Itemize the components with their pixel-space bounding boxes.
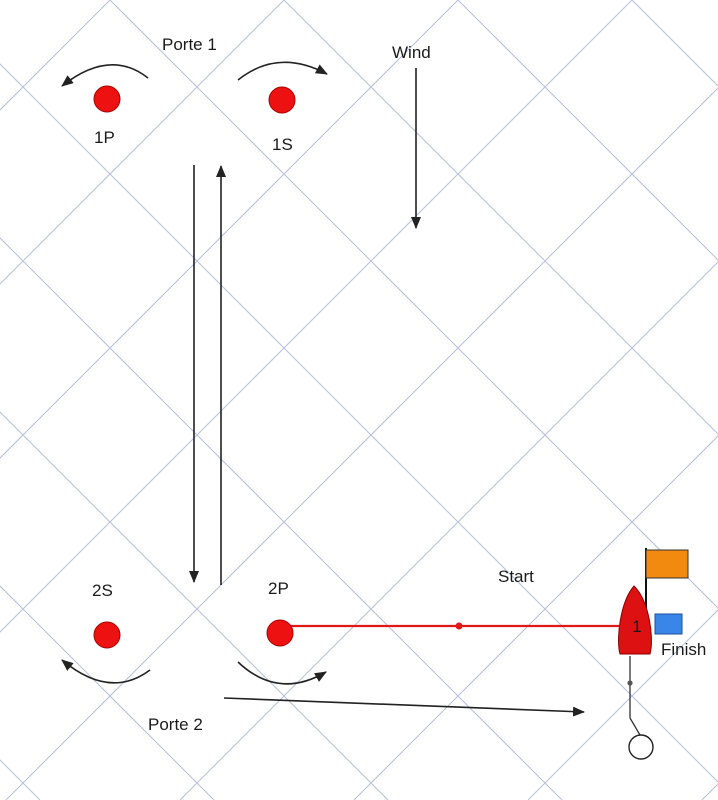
rotation-arrow-2p (237, 661, 327, 685)
blue-flag (654, 613, 683, 635)
grid-line (283, 0, 718, 435)
committee-boat-icon (618, 585, 652, 655)
start-label: Start (498, 567, 534, 586)
finish-rope-knot (627, 680, 633, 686)
grid-line (179, 261, 718, 800)
wind-label: Wind (392, 43, 431, 62)
grid-line (5, 87, 718, 800)
finish-buoy-rope-lower (629, 717, 641, 736)
finish-leg-arrow (223, 697, 585, 717)
finish-buoy-icon (628, 734, 654, 760)
rotation-arrow-1s (237, 61, 328, 81)
grid-line (0, 237, 563, 800)
grid-line (0, 0, 633, 633)
mark-1p-label: 1P (94, 128, 115, 147)
mark-1s-label: 1S (272, 135, 293, 154)
grid-line (0, 0, 285, 285)
rotation-arrow-2s (61, 659, 151, 684)
orange-flag (645, 549, 689, 579)
mark-1p (93, 85, 121, 113)
gate-1-label: Porte 1 (162, 35, 217, 54)
mark-2s (93, 621, 121, 649)
mark-2p (266, 619, 294, 647)
grid-line (353, 435, 718, 800)
grid-line (527, 609, 718, 800)
grid-line (0, 0, 459, 459)
start-line-midpoint (455, 622, 463, 630)
mark-2s-label: 2S (92, 581, 113, 600)
grid-line (0, 585, 215, 800)
rotation-arrow-1p (61, 63, 149, 87)
finish-label: Finish (661, 640, 706, 659)
grid-line (457, 0, 718, 261)
boat-number: 1 (632, 617, 641, 636)
grid-line (109, 0, 718, 609)
mark-1s (268, 86, 296, 114)
mark-2p-label: 2P (268, 579, 289, 598)
grid-line (0, 411, 389, 800)
gate-2-label: Porte 2 (148, 715, 203, 734)
